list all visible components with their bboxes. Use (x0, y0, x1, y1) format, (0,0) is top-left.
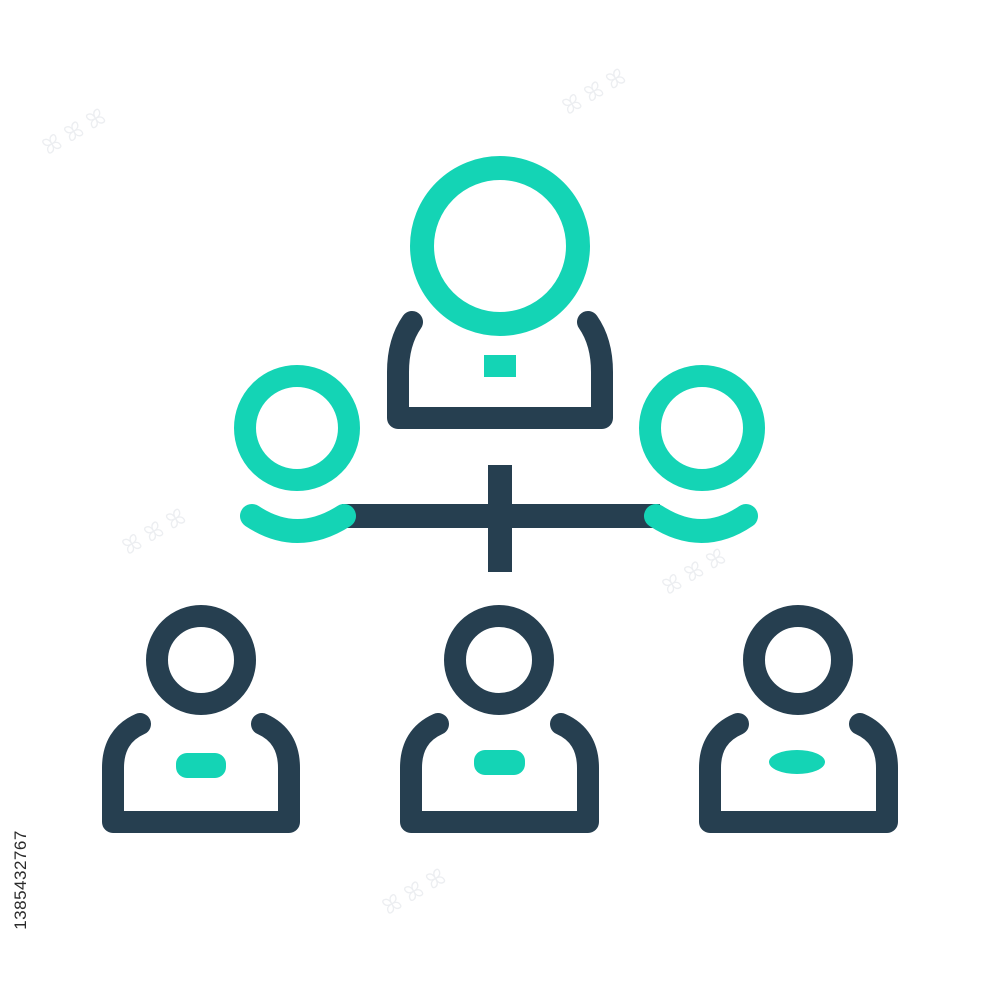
stock-id-label: 1385432767 (5, 760, 37, 1000)
bottom-right-person-badge (769, 750, 825, 774)
bottom-left-person (102, 605, 300, 833)
top-person (387, 156, 613, 429)
bottom-left-person-body (102, 713, 300, 833)
hierarchy-connector (342, 465, 660, 572)
bottom-right-person (699, 605, 898, 833)
bottom-right-person-head (743, 605, 853, 715)
stock-id-text: 1385432767 (11, 830, 31, 930)
right-mid-person (639, 365, 765, 543)
left-mid-person-head (234, 365, 360, 491)
bottom-center-person (400, 605, 599, 833)
left-mid-person (234, 365, 360, 543)
bottom-left-person-badge (176, 753, 226, 778)
left-mid-person-shoulders (240, 504, 356, 543)
right-mid-person-shoulders (644, 504, 758, 543)
bottom-center-person-badge (474, 750, 525, 775)
top-person-head (410, 156, 590, 336)
bottom-center-person-body (400, 713, 599, 833)
right-mid-person-head (639, 365, 765, 491)
bottom-center-person-head (444, 605, 554, 715)
top-person-badge (484, 355, 516, 377)
bottom-right-person-body (699, 713, 898, 833)
bottom-left-person-head (146, 605, 256, 715)
top-person-body (387, 311, 613, 429)
